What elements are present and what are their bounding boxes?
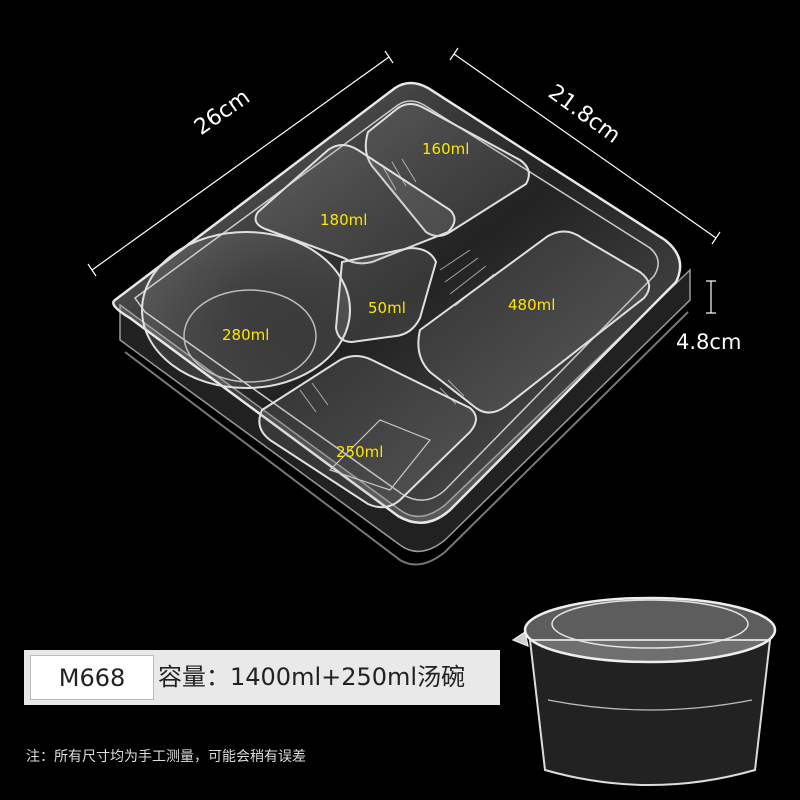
rib-details [299, 158, 495, 413]
capacity-label-280: 280ml [222, 326, 270, 344]
product-info-bar: M668 容量：1400ml+250ml汤碗 [24, 650, 500, 705]
compartment-160 [364, 103, 530, 237]
capacity-label-480: 480ml [508, 296, 556, 314]
compartment-480 [417, 230, 651, 414]
capacity-label-50: 50ml [368, 299, 406, 317]
height-dimension-label: 4.8cm [676, 330, 742, 354]
compartment-280 [141, 231, 351, 389]
capacity-text: 容量：1400ml+250ml汤碗 [158, 663, 466, 691]
capacity-label-180: 180ml [320, 211, 368, 229]
model-number: M668 [30, 655, 154, 700]
tray-lid [112, 81, 682, 524]
soup-bowl-image [511, 596, 777, 786]
compartment-180 [254, 144, 456, 265]
capacity-label-160: 160ml [422, 140, 470, 158]
measurement-note: 注：所有尺寸均为手工测量，可能会稍有误差 [26, 749, 306, 765]
capacity-label-250: 250ml [336, 443, 384, 461]
dimension-lines [87, 47, 721, 314]
compartments [141, 103, 651, 509]
